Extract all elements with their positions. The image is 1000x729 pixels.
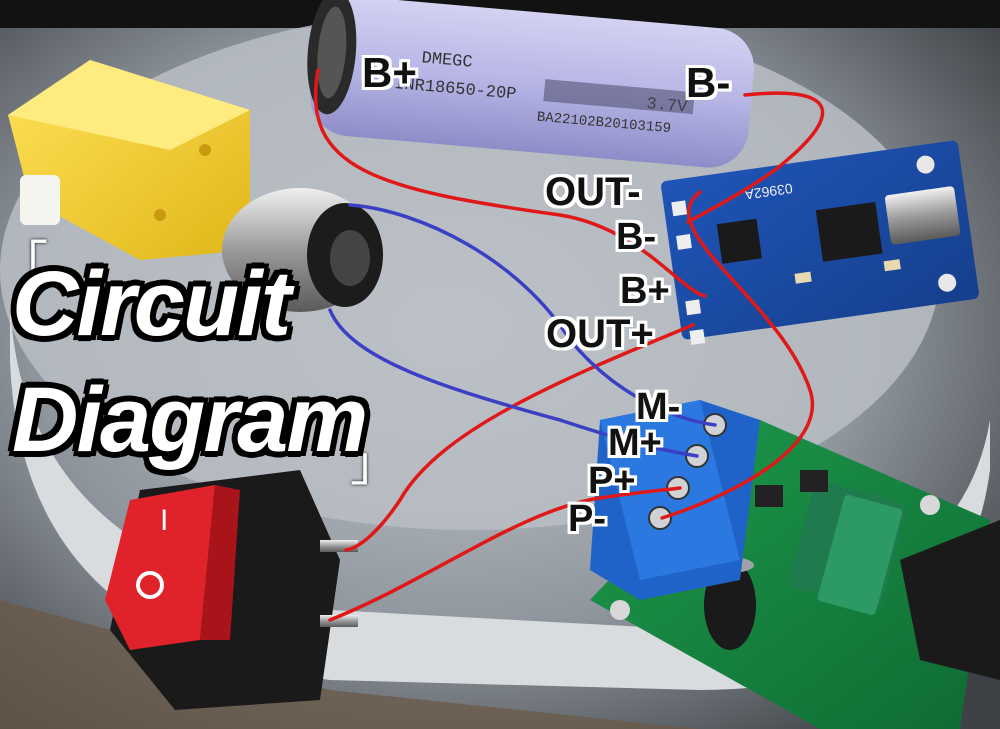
charger-pin-label-b-minus: B- (616, 216, 657, 258)
wire-battery-plus-to-charger (313, 68, 707, 298)
battery-barcode (543, 79, 695, 115)
title-bracket-close: 」 (350, 436, 399, 492)
switch-mark-on: I (160, 504, 168, 537)
title-line-2: Diagram (12, 369, 368, 471)
battery-print-brand: DMEGC (421, 49, 473, 72)
wire-charger-outminus-to-pminus (660, 190, 815, 520)
wire-motor-to-mplus (328, 308, 699, 458)
battery-minus-label: B- (686, 59, 731, 106)
driver-terminal-label-p-minus: P- (568, 498, 606, 540)
driver-terminal-label-m-minus: M- (636, 386, 681, 428)
rocker-switch: I (105, 470, 358, 710)
driver-terminal-label-m-plus: M+ (608, 422, 662, 464)
wire-battery-minus-to-charger (686, 91, 825, 224)
driver-terminal-label-p-plus: P+ (588, 460, 636, 502)
charger-chip-print: 03962A (743, 180, 794, 203)
title-bracket-open: 「 (0, 236, 49, 292)
charger-pin-label-b-plus: B+ (620, 270, 670, 312)
yellow-gear-motor (8, 60, 383, 312)
battery-plus-label: B+ (362, 49, 417, 96)
title-line-1: Circuit (12, 253, 291, 355)
switch-mark-off (136, 571, 164, 599)
charger-pin-label-out-minus: OUT- (545, 170, 641, 214)
wire-charger-outplus-to-switch (344, 323, 695, 552)
wire-motor-to-mminus (348, 203, 717, 427)
charger-pin-label-out-plus: OUT+ (546, 312, 654, 356)
wire-switch-to-pplus (328, 486, 682, 622)
battery-18650: DMEGC INR18650-20P 3.7V BA22102B20103159 (307, 0, 754, 168)
wires (313, 68, 825, 622)
